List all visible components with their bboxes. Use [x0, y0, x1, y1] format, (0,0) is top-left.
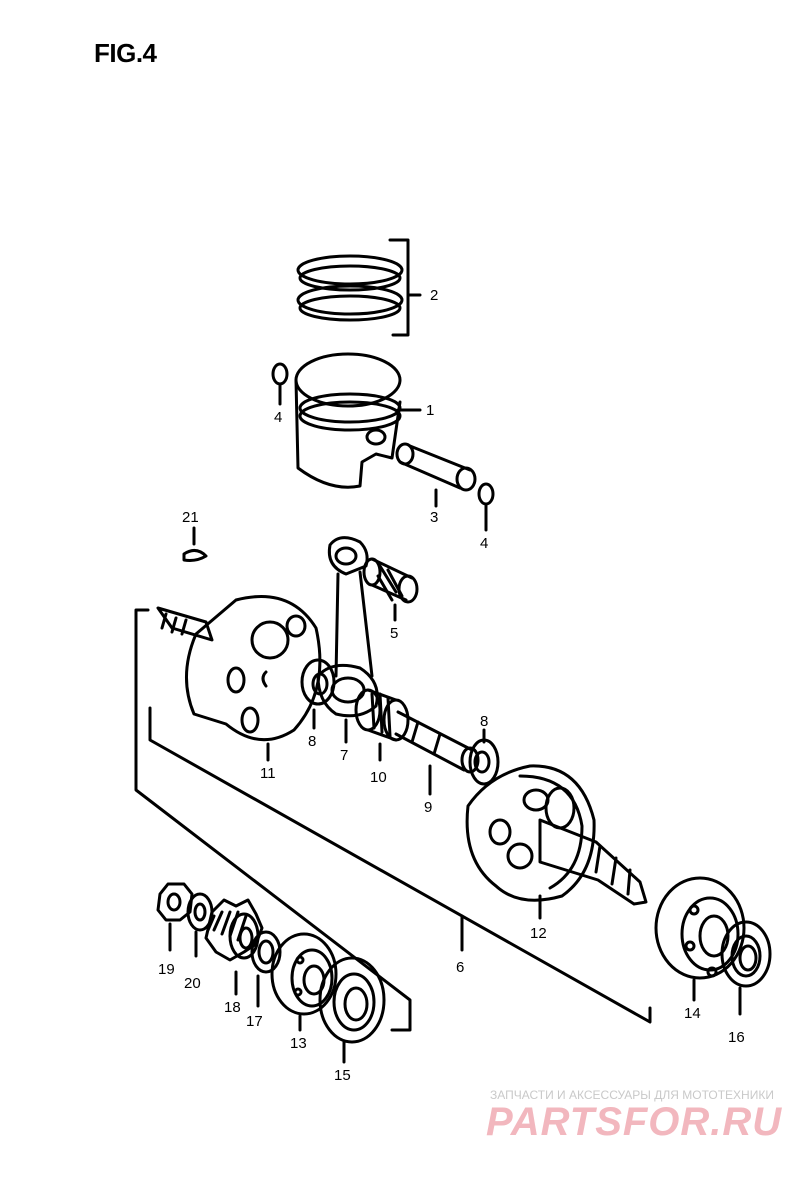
- spacer-ring: [250, 930, 282, 1008]
- woodruff-key: [182, 526, 208, 562]
- callout-11: 11: [260, 765, 276, 782]
- piston: [294, 352, 422, 489]
- callout-14: 14: [684, 1005, 701, 1022]
- oil-seal-right: [720, 920, 772, 1016]
- callout-2: 2: [430, 287, 438, 304]
- ball-bearing-right: [654, 876, 746, 1002]
- callout-21: 21: [182, 509, 199, 526]
- thrust-washer-right: [468, 728, 500, 786]
- needle-bearing-small-end: [362, 557, 419, 622]
- piston-pin: [395, 442, 477, 508]
- watermark-tagline: ЗАПЧАСТИ И АКСЕССУАРЫ ДЛЯ МОТОТЕХНИКИ: [490, 1088, 774, 1102]
- callout-9: 9: [424, 799, 432, 816]
- callout-4-left: 4: [274, 409, 282, 426]
- callout-8-right: 8: [480, 713, 488, 730]
- callout-6: 6: [456, 959, 464, 976]
- callout-13: 13: [290, 1035, 307, 1052]
- circlip-left: [271, 362, 289, 406]
- crankshaft-left-half: [156, 595, 322, 762]
- callout-16: 16: [728, 1029, 745, 1046]
- crank-pin: [394, 710, 480, 796]
- callout-labels: 1 2 3 4 4 5 6 7 8 8 9 10 11 12 13 14 15 …: [158, 287, 745, 1084]
- piston-rings: [296, 238, 422, 337]
- callout-10: 10: [370, 769, 387, 786]
- callout-19: 19: [158, 961, 175, 978]
- callout-12: 12: [530, 925, 547, 942]
- connecting-rod: [316, 536, 379, 744]
- watermark-logo: PARTSFOR.RU: [486, 1100, 783, 1144]
- needle-bearing-big-end: [354, 688, 410, 762]
- thrust-washer-left: [300, 658, 336, 730]
- circlip-right: [477, 482, 495, 532]
- callout-5: 5: [390, 625, 398, 642]
- crankshaft-right-half: [465, 764, 648, 920]
- callout-17: 17: [246, 1013, 263, 1030]
- oil-seal-left: [318, 956, 386, 1064]
- callout-20: 20: [184, 975, 201, 992]
- crankshaft-assembly-bracket: [134, 608, 652, 1032]
- figure-title: FIG.4: [94, 38, 157, 68]
- crankshaft-nut: [156, 882, 194, 952]
- callout-3: 3: [430, 509, 438, 526]
- callout-1: 1: [426, 402, 434, 419]
- ball-bearing-left: [270, 932, 338, 1032]
- callout-18: 18: [224, 999, 241, 1016]
- callout-8-left: 8: [308, 733, 316, 750]
- callout-7: 7: [340, 747, 348, 764]
- callout-4-right: 4: [480, 535, 488, 552]
- callout-15: 15: [334, 1067, 351, 1084]
